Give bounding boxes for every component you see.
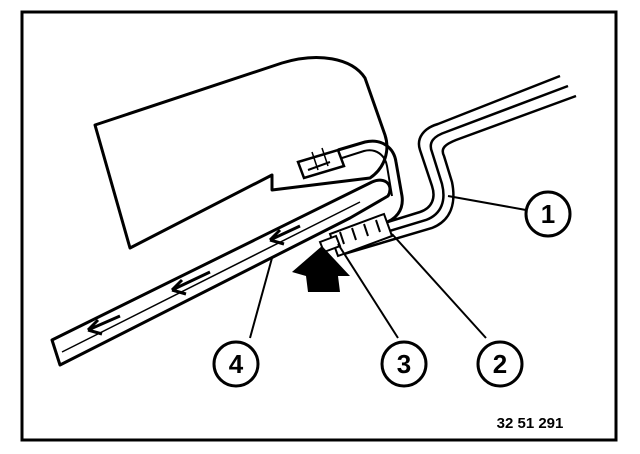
callout-1: 1 (524, 190, 572, 238)
push-arrow (292, 246, 350, 292)
callout-2: 2 (476, 340, 524, 388)
callout-3-label: 3 (397, 349, 411, 379)
callout-1-label: 1 (541, 199, 555, 229)
callout-4: 4 (212, 340, 260, 388)
callout-2-label: 2 (493, 349, 507, 379)
callout-4-label: 4 (229, 349, 244, 379)
hook-bracket (337, 139, 404, 226)
leader-lines (249, 195, 527, 339)
cable-lines (335, 74, 577, 256)
upper-housing (93, 56, 389, 250)
slide-arrows (86, 224, 301, 336)
reference-number: 32 51 291 (497, 415, 564, 432)
callout-3: 3 (380, 340, 428, 388)
